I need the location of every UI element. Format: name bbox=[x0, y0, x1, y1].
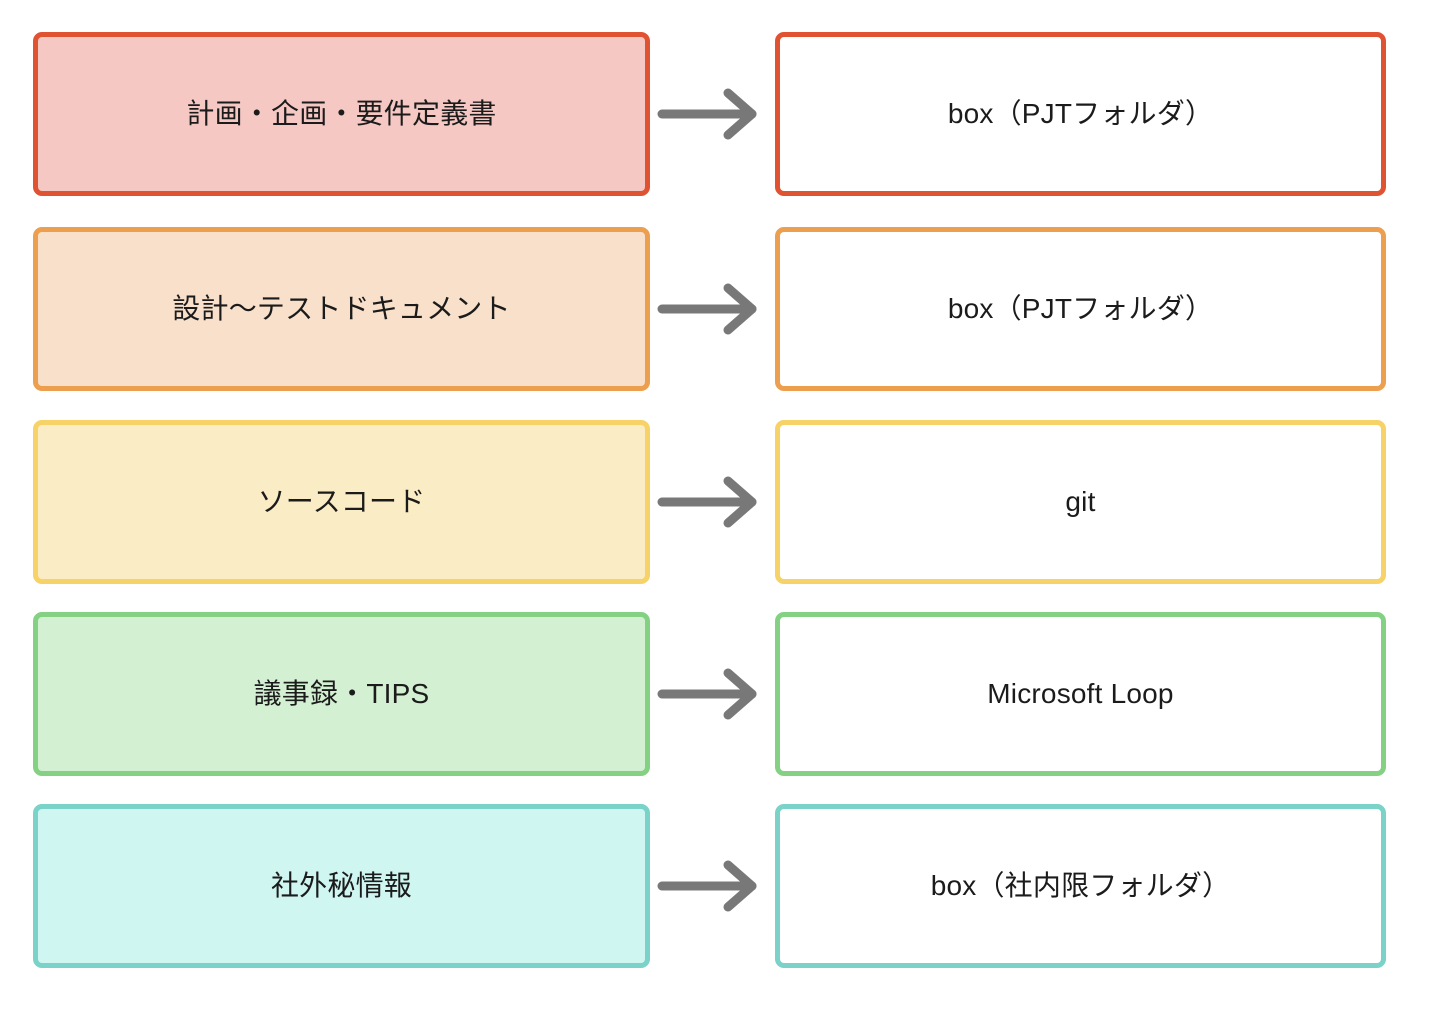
arrow-right-icon bbox=[656, 474, 768, 530]
target-node[interactable]: box（PJTフォルダ） bbox=[775, 227, 1386, 391]
source-node-label: 設計〜テストドキュメント bbox=[172, 292, 511, 324]
target-node[interactable]: Microsoft Loop bbox=[775, 612, 1386, 776]
source-node-label: ソースコード bbox=[257, 485, 426, 517]
source-node[interactable]: ソースコード bbox=[33, 420, 650, 584]
source-node-label: 社外秘情報 bbox=[270, 869, 412, 901]
diagram-row: 社外秘情報 box（社内限フォルダ） bbox=[0, 804, 1446, 968]
target-node-label: git bbox=[1065, 485, 1096, 517]
target-node[interactable]: git bbox=[775, 420, 1386, 584]
arrow-right-icon bbox=[656, 858, 768, 914]
target-node-label: Microsoft Loop bbox=[987, 677, 1174, 709]
source-node-label: 計画・企画・要件定義書 bbox=[186, 97, 497, 129]
source-node-label: 議事録・TIPS bbox=[253, 677, 430, 709]
target-node-label: box（社内限フォルダ） bbox=[930, 869, 1231, 901]
source-node[interactable]: 計画・企画・要件定義書 bbox=[33, 32, 650, 196]
diagram-row: 設計〜テストドキュメント box（PJTフォルダ） bbox=[0, 227, 1446, 391]
diagram-row: 議事録・TIPS Microsoft Loop bbox=[0, 612, 1446, 776]
target-node-label: box（PJTフォルダ） bbox=[947, 97, 1214, 129]
arrow-right-icon bbox=[656, 86, 768, 142]
source-node[interactable]: 議事録・TIPS bbox=[33, 612, 650, 776]
arrow-right-icon bbox=[656, 281, 768, 337]
diagram-row: 計画・企画・要件定義書 box（PJTフォルダ） bbox=[0, 32, 1446, 196]
arrow-right-icon bbox=[656, 666, 768, 722]
diagram-row: ソースコード git bbox=[0, 420, 1446, 584]
source-node[interactable]: 社外秘情報 bbox=[33, 804, 650, 968]
source-node[interactable]: 設計〜テストドキュメント bbox=[33, 227, 650, 391]
target-node-label: box（PJTフォルダ） bbox=[947, 292, 1214, 324]
target-node[interactable]: box（社内限フォルダ） bbox=[775, 804, 1386, 968]
target-node[interactable]: box（PJTフォルダ） bbox=[775, 32, 1386, 196]
